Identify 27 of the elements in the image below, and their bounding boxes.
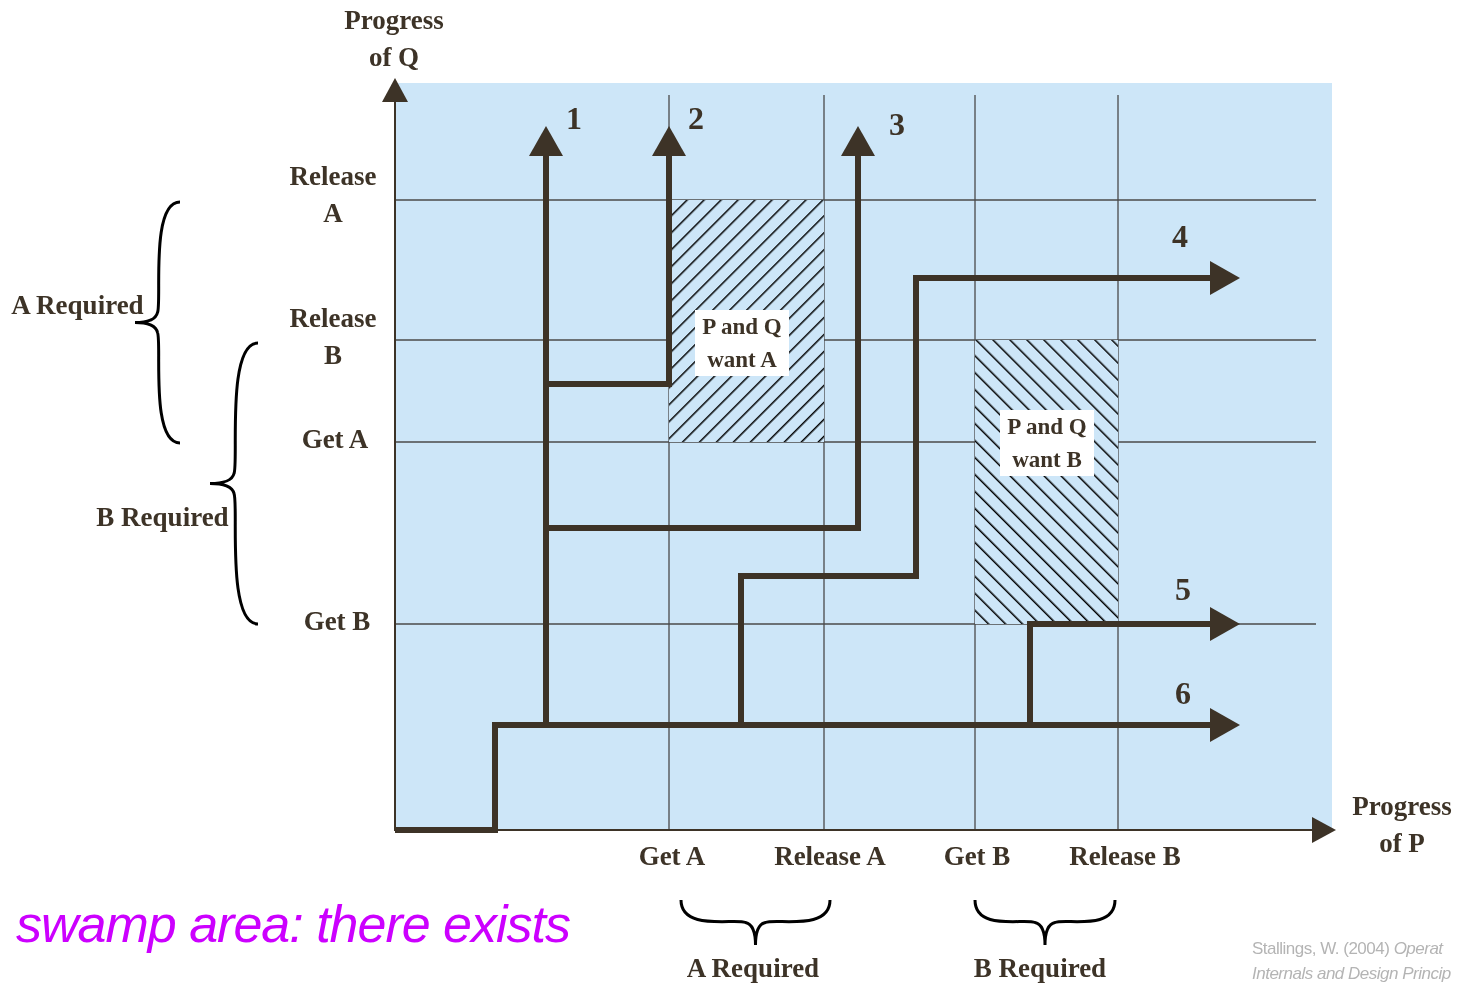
axis-tick-label: Get A: [637, 840, 707, 873]
path-number: 6: [1175, 675, 1191, 712]
brace-label: A Required: [10, 289, 145, 322]
path-number: 3: [889, 106, 905, 143]
brace-label: A Required: [685, 952, 821, 985]
citation: Internals and Design Princip: [1252, 963, 1451, 985]
axis-tick-label: Get A: [300, 423, 370, 456]
path-number: 2: [688, 100, 704, 137]
path-number: 4: [1172, 218, 1188, 255]
region-label: P and Q want A: [695, 310, 789, 376]
axis-title: Progress of P: [1351, 790, 1453, 860]
axis-tick-label: Get B: [942, 840, 1012, 873]
region-label: P and Q want B: [1000, 410, 1094, 476]
citation: Stallings, W. (2004) Operat: [1252, 938, 1443, 960]
axis-title: Progress of Q: [343, 4, 445, 74]
path-number: 5: [1175, 571, 1191, 608]
hatched-region: [975, 340, 1118, 624]
annotation-note: swamp area: there exists: [16, 894, 571, 955]
path-number: 1: [566, 100, 582, 137]
axis-tick-label: Release B: [288, 302, 378, 372]
brace-label: B Required: [95, 501, 230, 534]
axis-tick-label: Release A: [288, 160, 378, 230]
axis-tick-label: Release B: [1068, 840, 1182, 873]
hatched-region: [669, 200, 824, 442]
brace-label: B Required: [972, 952, 1108, 985]
axis-tick-label: Release A: [773, 840, 887, 873]
axis-tick-label: Get B: [302, 605, 372, 638]
